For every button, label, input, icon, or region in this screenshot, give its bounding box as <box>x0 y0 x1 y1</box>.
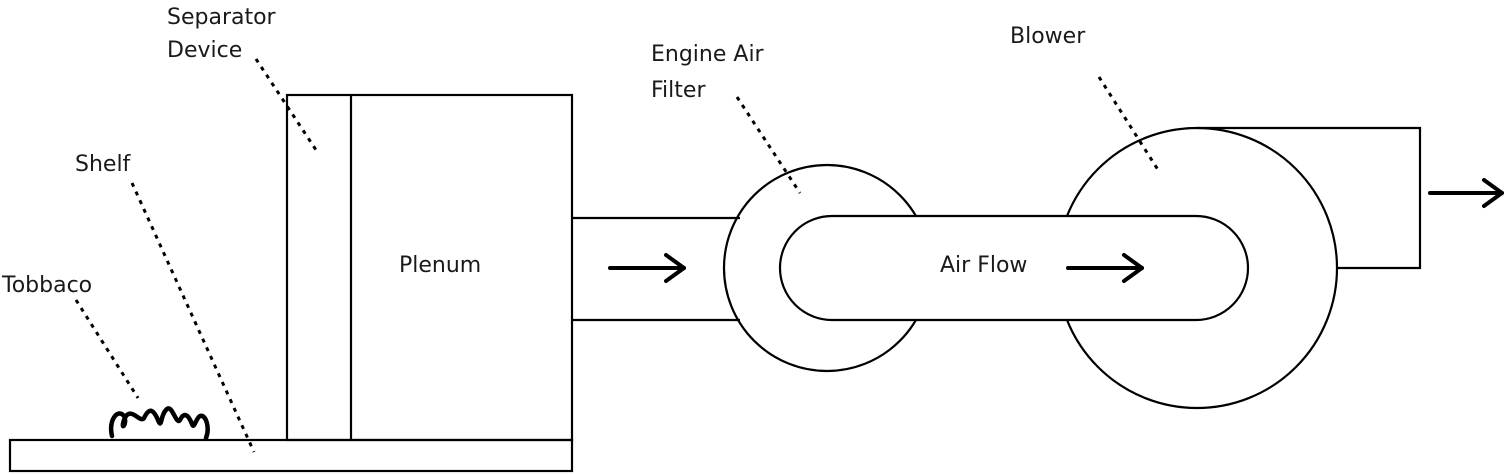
plenum-box <box>285 93 574 442</box>
shelf-leader-line <box>130 182 256 453</box>
air-flow-channel <box>778 214 1250 322</box>
channel-arrow <box>1066 253 1144 283</box>
air-flow-label: Air Flow <box>940 253 1027 278</box>
blower-exhaust-housing <box>1197 126 1422 270</box>
shelf-shape <box>8 438 574 473</box>
tobbaco-label: Tobbaco <box>1 273 92 298</box>
exhaust-arrow <box>1428 178 1504 208</box>
filter-label-line1: Engine Air <box>651 42 765 67</box>
blower-label: Blower <box>1010 24 1086 49</box>
filter-label-line2: Filter <box>651 78 706 103</box>
plenum-label: Plenum <box>399 253 481 278</box>
separator-label-line1: Separator <box>167 5 277 30</box>
filter-leader-line <box>735 96 802 194</box>
tobbaco-leader-line <box>74 299 140 399</box>
shelf-label: Shelf <box>75 152 132 177</box>
separator-label-line2: Device <box>167 38 242 63</box>
duct-arrow <box>608 253 686 283</box>
tobacco-shape <box>108 406 210 441</box>
